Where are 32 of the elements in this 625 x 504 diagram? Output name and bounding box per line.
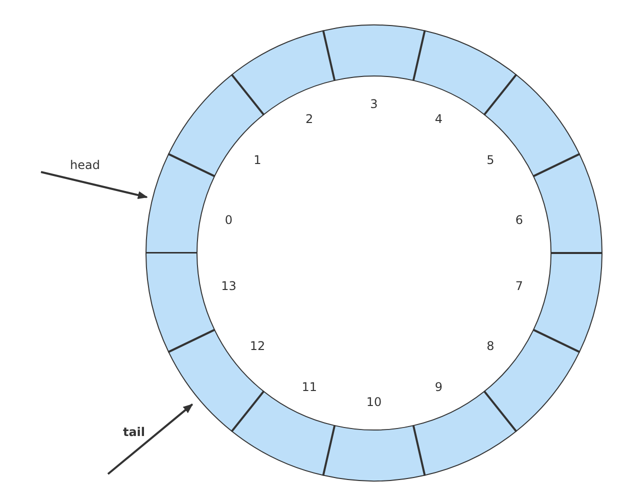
slot-index: 12 — [250, 338, 266, 353]
ring-segment — [231, 30, 336, 116]
ring-segment — [146, 154, 216, 254]
ring-segment — [484, 328, 580, 432]
slot-index: 9 — [434, 380, 442, 394]
ring-segment — [412, 390, 517, 476]
slot-index: 7 — [515, 279, 524, 294]
edge-label: head — [70, 158, 100, 172]
arrow — [40, 171, 148, 199]
ring-segment — [231, 390, 336, 476]
ring-segment — [146, 252, 216, 353]
arrow — [107, 404, 194, 475]
slot-index: 3 — [370, 97, 378, 111]
ring-segment — [532, 153, 602, 254]
edge-label: tail — [122, 425, 146, 439]
slot-index: 2 — [306, 112, 314, 126]
slot-index: 5 — [486, 153, 494, 168]
slot-index: 8 — [486, 338, 494, 353]
ring-segment — [322, 24, 426, 81]
ring-segment — [484, 74, 580, 177]
slot-index: 13 — [221, 279, 236, 294]
ring-segment — [412, 30, 517, 116]
ring-segment — [532, 252, 602, 352]
slot-index: 4 — [434, 112, 442, 126]
ring-segment — [168, 329, 264, 432]
ring-segment — [168, 74, 264, 178]
slot-index: 0 — [224, 212, 233, 227]
slot-index: 11 — [302, 380, 317, 394]
slot-index: 1 — [254, 153, 262, 168]
slot-index: 10 — [366, 395, 382, 409]
ring-segment — [322, 425, 426, 482]
slot-index: 6 — [515, 212, 524, 227]
